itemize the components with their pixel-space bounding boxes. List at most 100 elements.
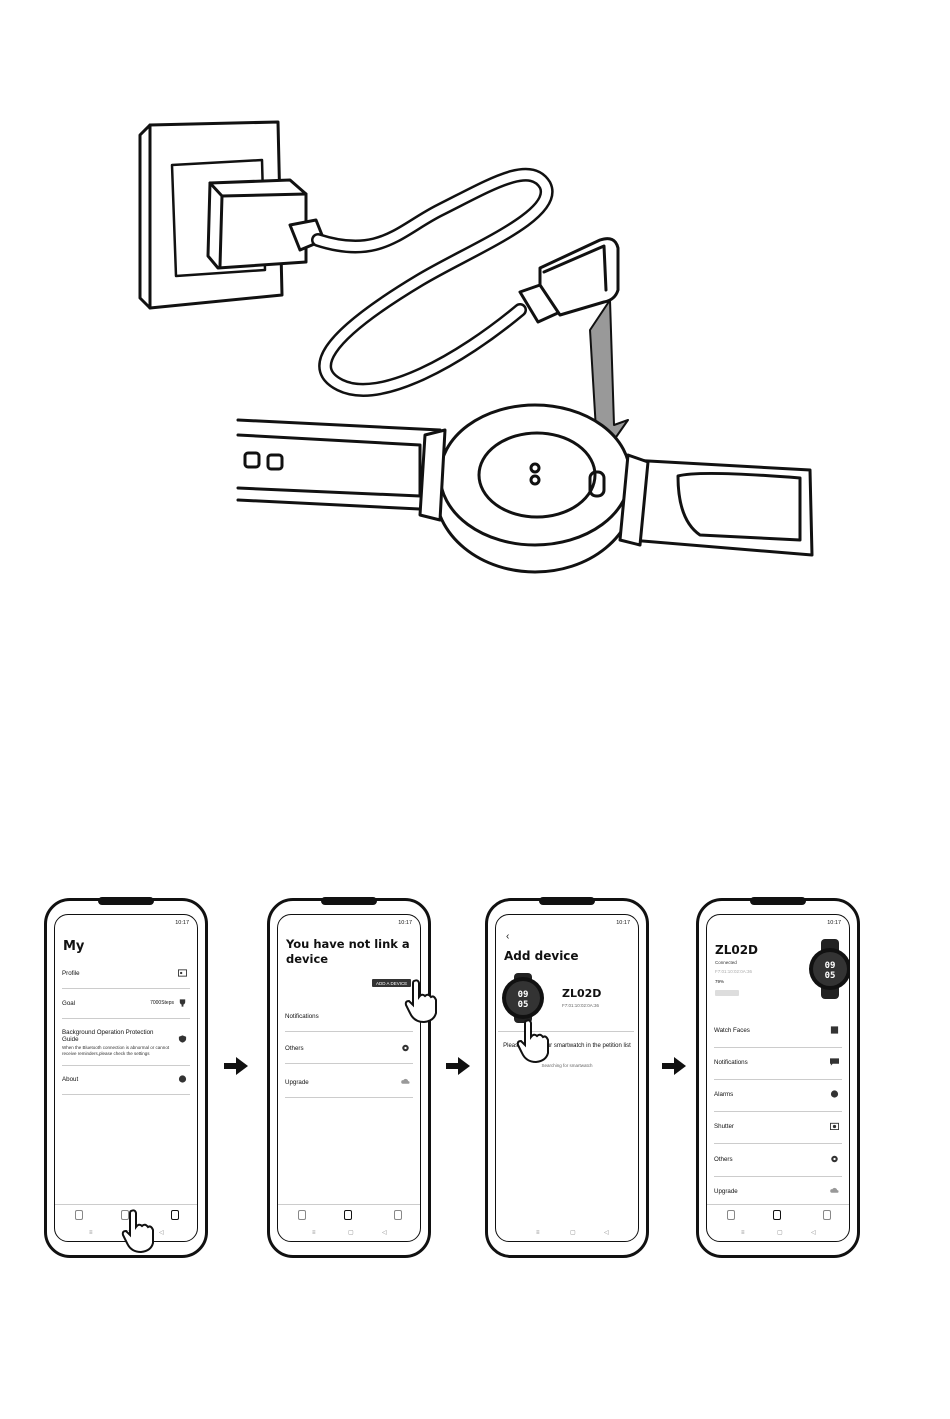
menu-item-label: Notifications	[714, 1059, 748, 1066]
menu-item-goal[interactable]: Goal 7000Steps	[62, 999, 190, 1019]
goal-value: 7000Steps	[150, 1000, 174, 1006]
menu-item-notifications[interactable]: Notifications	[714, 1058, 842, 1080]
tab-device[interactable]	[121, 1210, 129, 1220]
message-icon	[830, 1058, 839, 1066]
menu-item-label: Background Operation Protection Guide	[62, 1029, 154, 1043]
home-icon[interactable]: ▢	[777, 1230, 783, 1236]
back-icon[interactable]: ◁	[159, 1230, 164, 1236]
device-list-item[interactable]: 09 05 ZL02D F7:01:10:02:0A:36	[498, 973, 634, 1032]
home-icon[interactable]: ▢	[348, 1230, 354, 1236]
next-step-arrow	[446, 1057, 470, 1075]
menu-item-label: About	[62, 1076, 79, 1083]
menu-item-watch-faces[interactable]: Watch Faces	[714, 1026, 842, 1048]
back-icon[interactable]: ◁	[811, 1230, 816, 1236]
tab-my[interactable]	[171, 1210, 179, 1220]
menu-icon[interactable]: ≡	[741, 1230, 745, 1236]
bottom-nav: ≡ ▢ ◁	[278, 1204, 420, 1241]
menu-item-profile[interactable]: Profile	[62, 969, 190, 989]
phone-screen-add-device: 10:17 ‹ Add device 09 05 ZL02D F7:01:10:…	[485, 897, 649, 1258]
bottom-nav: ≡ ▢ ◁	[707, 1204, 849, 1241]
tab-my[interactable]	[823, 1210, 831, 1220]
searching-text: Searching for smartwatch	[541, 1063, 593, 1068]
tab-activity[interactable]	[75, 1210, 83, 1220]
menu-item-about[interactable]: About	[62, 1075, 190, 1095]
watch-minute: 05	[825, 971, 836, 981]
next-step-arrow	[224, 1057, 248, 1075]
phone-screen-no-device: 10:17 You have not link a device ADD A D…	[267, 897, 437, 1258]
phone-notch	[98, 897, 154, 905]
next-step-arrow	[662, 1057, 686, 1075]
cloud-upload-icon	[401, 1078, 410, 1084]
camera-icon	[830, 1122, 839, 1130]
add-device-button[interactable]: ADD A DEVICE	[372, 979, 412, 987]
pointing-hand-icon	[404, 979, 437, 1023]
connection-status: Connected	[715, 960, 737, 965]
wall-socket-inner	[170, 158, 267, 278]
page-title: My	[63, 939, 85, 954]
status-bar-time: 10:17	[398, 920, 412, 926]
status-bar-time: 10:17	[827, 920, 841, 926]
smartwatch-image: 09 05	[809, 939, 849, 999]
pointing-hand-icon	[121, 1209, 154, 1253]
watch-minute: 05	[518, 1000, 529, 1010]
status-bar-time: 10:17	[175, 920, 189, 926]
menu-item-label: Notifications	[285, 1013, 319, 1020]
menu-item-others[interactable]: Others	[714, 1155, 842, 1177]
clock-icon	[830, 1090, 839, 1098]
menu-icon[interactable]: ≡	[89, 1230, 93, 1236]
pointing-hand-icon	[516, 1019, 549, 1063]
app-screen: 10:17 You have not link a device ADD A D…	[277, 914, 421, 1242]
charging-cable	[311, 167, 554, 397]
back-icon[interactable]: ◁	[382, 1230, 387, 1236]
app-screen: 10:17 ‹ Add device 09 05 ZL02D F7:01:10:…	[495, 914, 639, 1242]
device-title: ZL02D	[715, 943, 759, 957]
tab-activity[interactable]	[298, 1210, 306, 1220]
device-name: ZL02D	[562, 987, 602, 1000]
menu-item-label: Alarms	[714, 1091, 734, 1098]
charging-illustration	[138, 120, 814, 574]
menu-item-label: Goal	[62, 1000, 76, 1007]
page-title: You have not link a device	[286, 937, 410, 966]
menu-item-upgrade[interactable]: Upgrade	[285, 1078, 413, 1098]
menu-item-description: When the Bluetooth connection is abnorma…	[62, 1045, 170, 1056]
menu-item-others[interactable]: Others	[285, 1044, 413, 1064]
menu-item-label: Upgrade	[714, 1188, 738, 1195]
gear-icon	[402, 1044, 409, 1052]
unbind-button[interactable]	[715, 990, 739, 996]
info-icon	[178, 1075, 187, 1083]
menu-item-notifications[interactable]: Notifications	[285, 1013, 413, 1032]
home-icon[interactable]: ▢	[570, 1230, 576, 1236]
phone-notch	[539, 897, 595, 905]
tab-device[interactable]	[773, 1210, 781, 1220]
menu-icon[interactable]: ≡	[312, 1230, 316, 1236]
back-icon[interactable]: ◁	[604, 1230, 609, 1236]
menu-item-shutter[interactable]: Shutter	[714, 1122, 842, 1144]
device-mac: F7:01:10:02:0A:36	[562, 1003, 600, 1008]
gear-icon	[831, 1155, 838, 1163]
tab-my[interactable]	[394, 1210, 402, 1220]
back-chevron-icon[interactable]: ‹	[506, 931, 510, 942]
phone-notch	[750, 897, 806, 905]
smartwatch-thumbnail: 09 05	[502, 973, 544, 1023]
menu-item-upgrade[interactable]: Upgrade	[714, 1187, 842, 1200]
tab-activity[interactable]	[727, 1210, 735, 1220]
menu-icon[interactable]: ≡	[536, 1230, 540, 1236]
tab-device[interactable]	[344, 1210, 352, 1220]
bottom-nav: ≡ ▢ ◁	[496, 1223, 638, 1241]
watch-hour: 09	[518, 990, 529, 1000]
watch-strap-right	[628, 458, 814, 557]
trophy-icon	[179, 999, 186, 1007]
menu-item-label: Upgrade	[285, 1079, 309, 1086]
app-screen: 10:17 ZL02D Connected F7:01:10:02:0A:36 …	[706, 914, 850, 1242]
watch-faces-icon	[830, 1026, 839, 1034]
menu-item-label: Others	[714, 1156, 733, 1163]
battery-level: 79%	[715, 979, 725, 984]
phone-notch	[321, 897, 377, 905]
menu-item-label: Shutter	[714, 1123, 734, 1130]
menu-item-label: Watch Faces	[714, 1027, 750, 1034]
status-bar-time: 10:17	[616, 920, 630, 926]
device-mac: F7:01:10:02:0A:36	[715, 969, 753, 974]
menu-item-background-guide[interactable]: Background Operation Protection Guide Wh…	[62, 1029, 190, 1066]
profile-card-icon	[178, 969, 187, 977]
menu-item-alarms[interactable]: Alarms	[714, 1090, 842, 1112]
